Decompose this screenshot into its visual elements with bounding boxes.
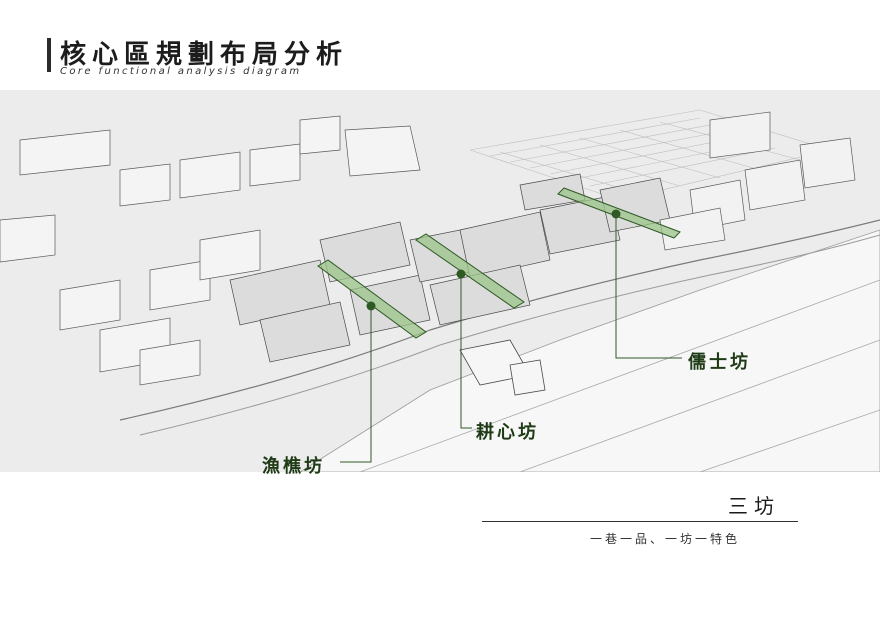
marker-dot-rushi bbox=[611, 209, 621, 219]
road-line-3 bbox=[699, 409, 880, 472]
leader-line-rushi bbox=[615, 214, 682, 359]
zone-band-yuqiao bbox=[317, 259, 427, 339]
isometric-site-map bbox=[0, 90, 880, 472]
zone-label-rushi: 儒士坊 bbox=[688, 352, 751, 373]
summary-divider bbox=[482, 521, 798, 522]
river-curve-2 bbox=[139, 234, 880, 436]
road-line-2 bbox=[519, 339, 880, 472]
leader-line-yuqiao bbox=[340, 306, 372, 463]
isolated-building bbox=[459, 339, 546, 396]
road-area bbox=[299, 229, 880, 472]
zone-label-yuqiao: 漁樵坊 bbox=[262, 456, 325, 477]
marker-dot-gengxin bbox=[456, 269, 466, 279]
road-line-1 bbox=[359, 279, 880, 472]
leader-line-gengxin bbox=[460, 274, 472, 429]
zone-band-gengxin bbox=[415, 233, 525, 309]
summary-title: 三坊 bbox=[728, 494, 780, 518]
summary-subtitle: 一巷一品、一坊一特色 bbox=[590, 532, 741, 546]
title-accent-bar bbox=[47, 38, 51, 72]
river-curve bbox=[119, 219, 880, 421]
page-title: 核心區規劃布局分析 bbox=[60, 40, 349, 70]
building-cluster-right bbox=[659, 111, 856, 251]
zone-label-gengxin: 耕心坊 bbox=[476, 422, 539, 443]
building-cluster-left bbox=[0, 115, 421, 386]
page-subtitle: Core functional analysis diagram bbox=[60, 66, 302, 77]
marker-dot-yuqiao bbox=[366, 301, 376, 311]
